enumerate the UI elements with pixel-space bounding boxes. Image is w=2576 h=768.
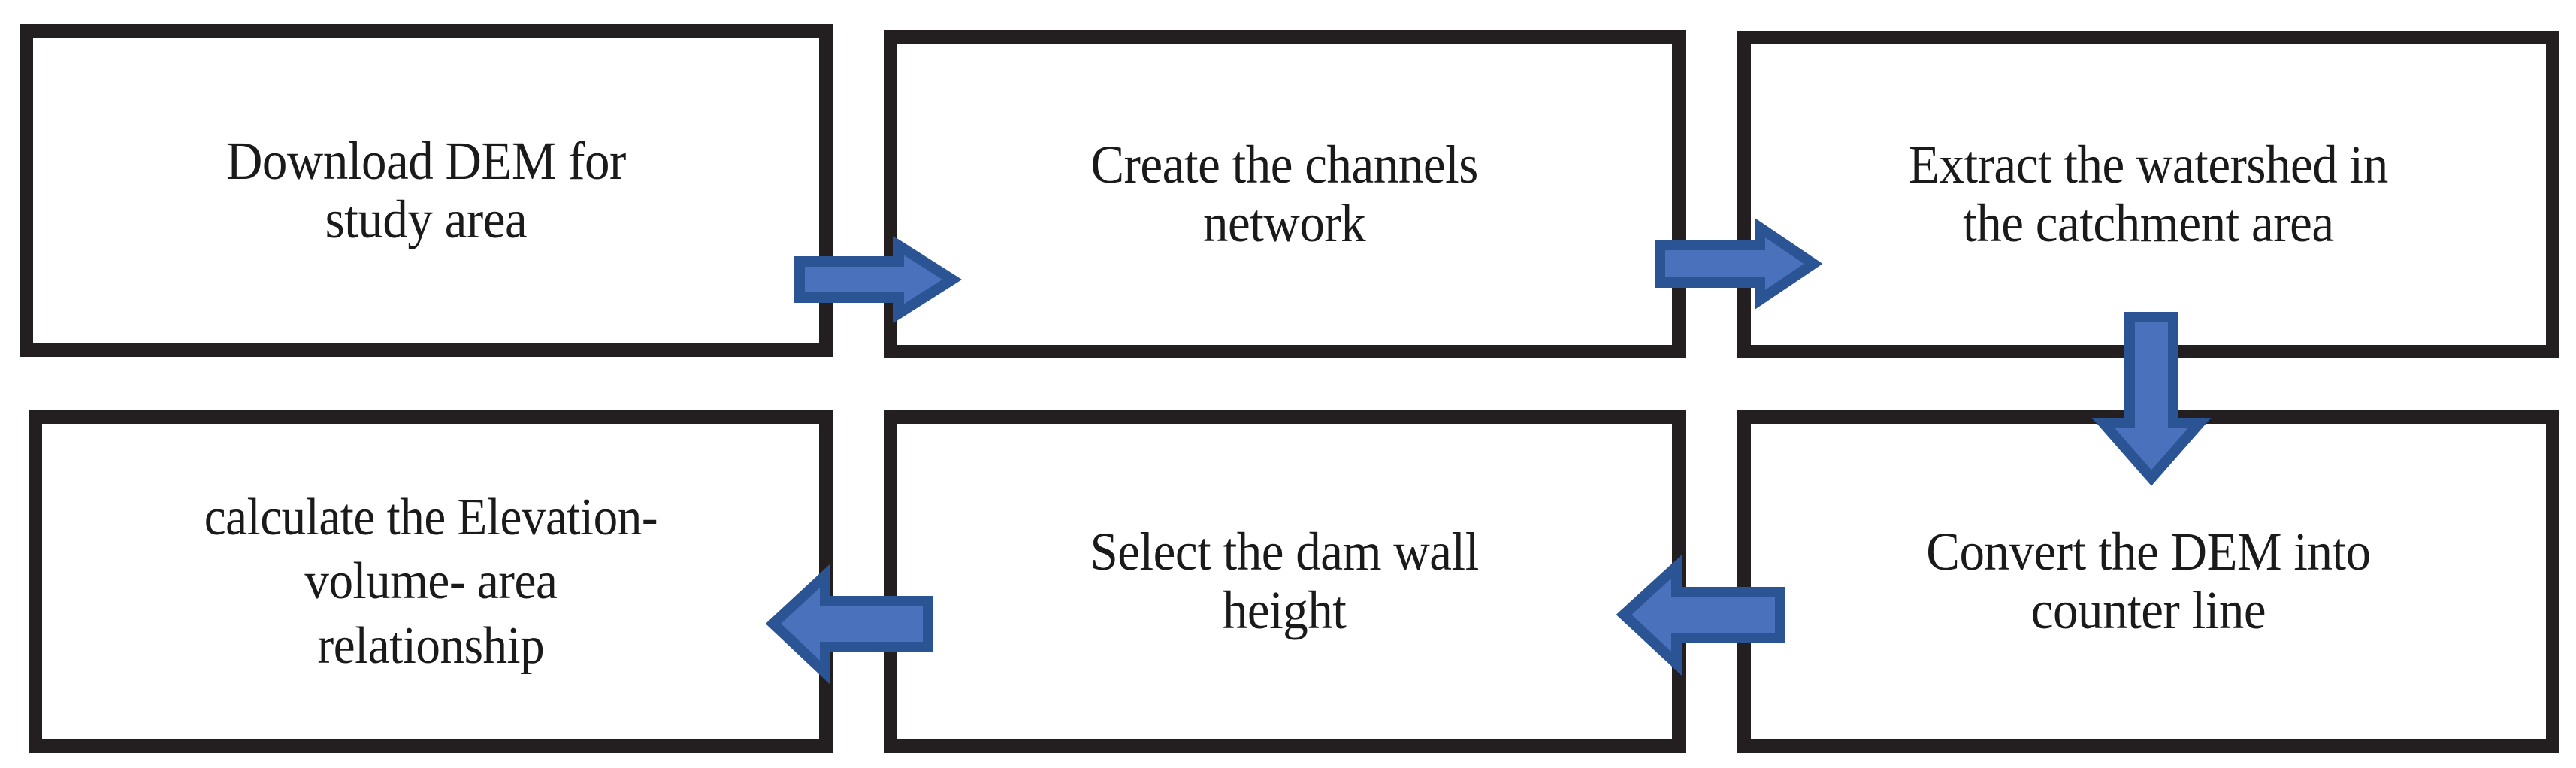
arrow-right-icon (794, 236, 963, 323)
flowchart-node-select-dam-wall-height[interactable]: Select the dam wall height (884, 410, 1686, 753)
node-label: Download DEM for study area (226, 130, 626, 249)
node-label: Create the channels network (1090, 134, 1479, 253)
arrow-left-icon (1616, 555, 1785, 676)
flowchart-node-download-dem[interactable]: Download DEM for study area (20, 24, 833, 357)
flowchart-node-extract-watershed[interactable]: Extract the watershed in the catchment a… (1737, 31, 2559, 358)
node-label: Select the dam wall height (1090, 522, 1480, 640)
node-label: Extract the watershed in the catchment a… (1909, 135, 2388, 253)
flowchart-node-create-channels-network[interactable]: Create the channels network (884, 30, 1686, 358)
arrow-down-icon (2091, 312, 2212, 486)
node-label: Convert the DEM into counter line (1926, 522, 2371, 640)
flowchart-node-calculate-elevation-volume-area[interactable]: calculate the Elevation- volume- area re… (29, 410, 833, 753)
arrow-left-icon (765, 563, 933, 685)
arrow-right-icon (1655, 217, 1823, 310)
node-label: calculate the Elevation- volume- area re… (204, 488, 658, 675)
